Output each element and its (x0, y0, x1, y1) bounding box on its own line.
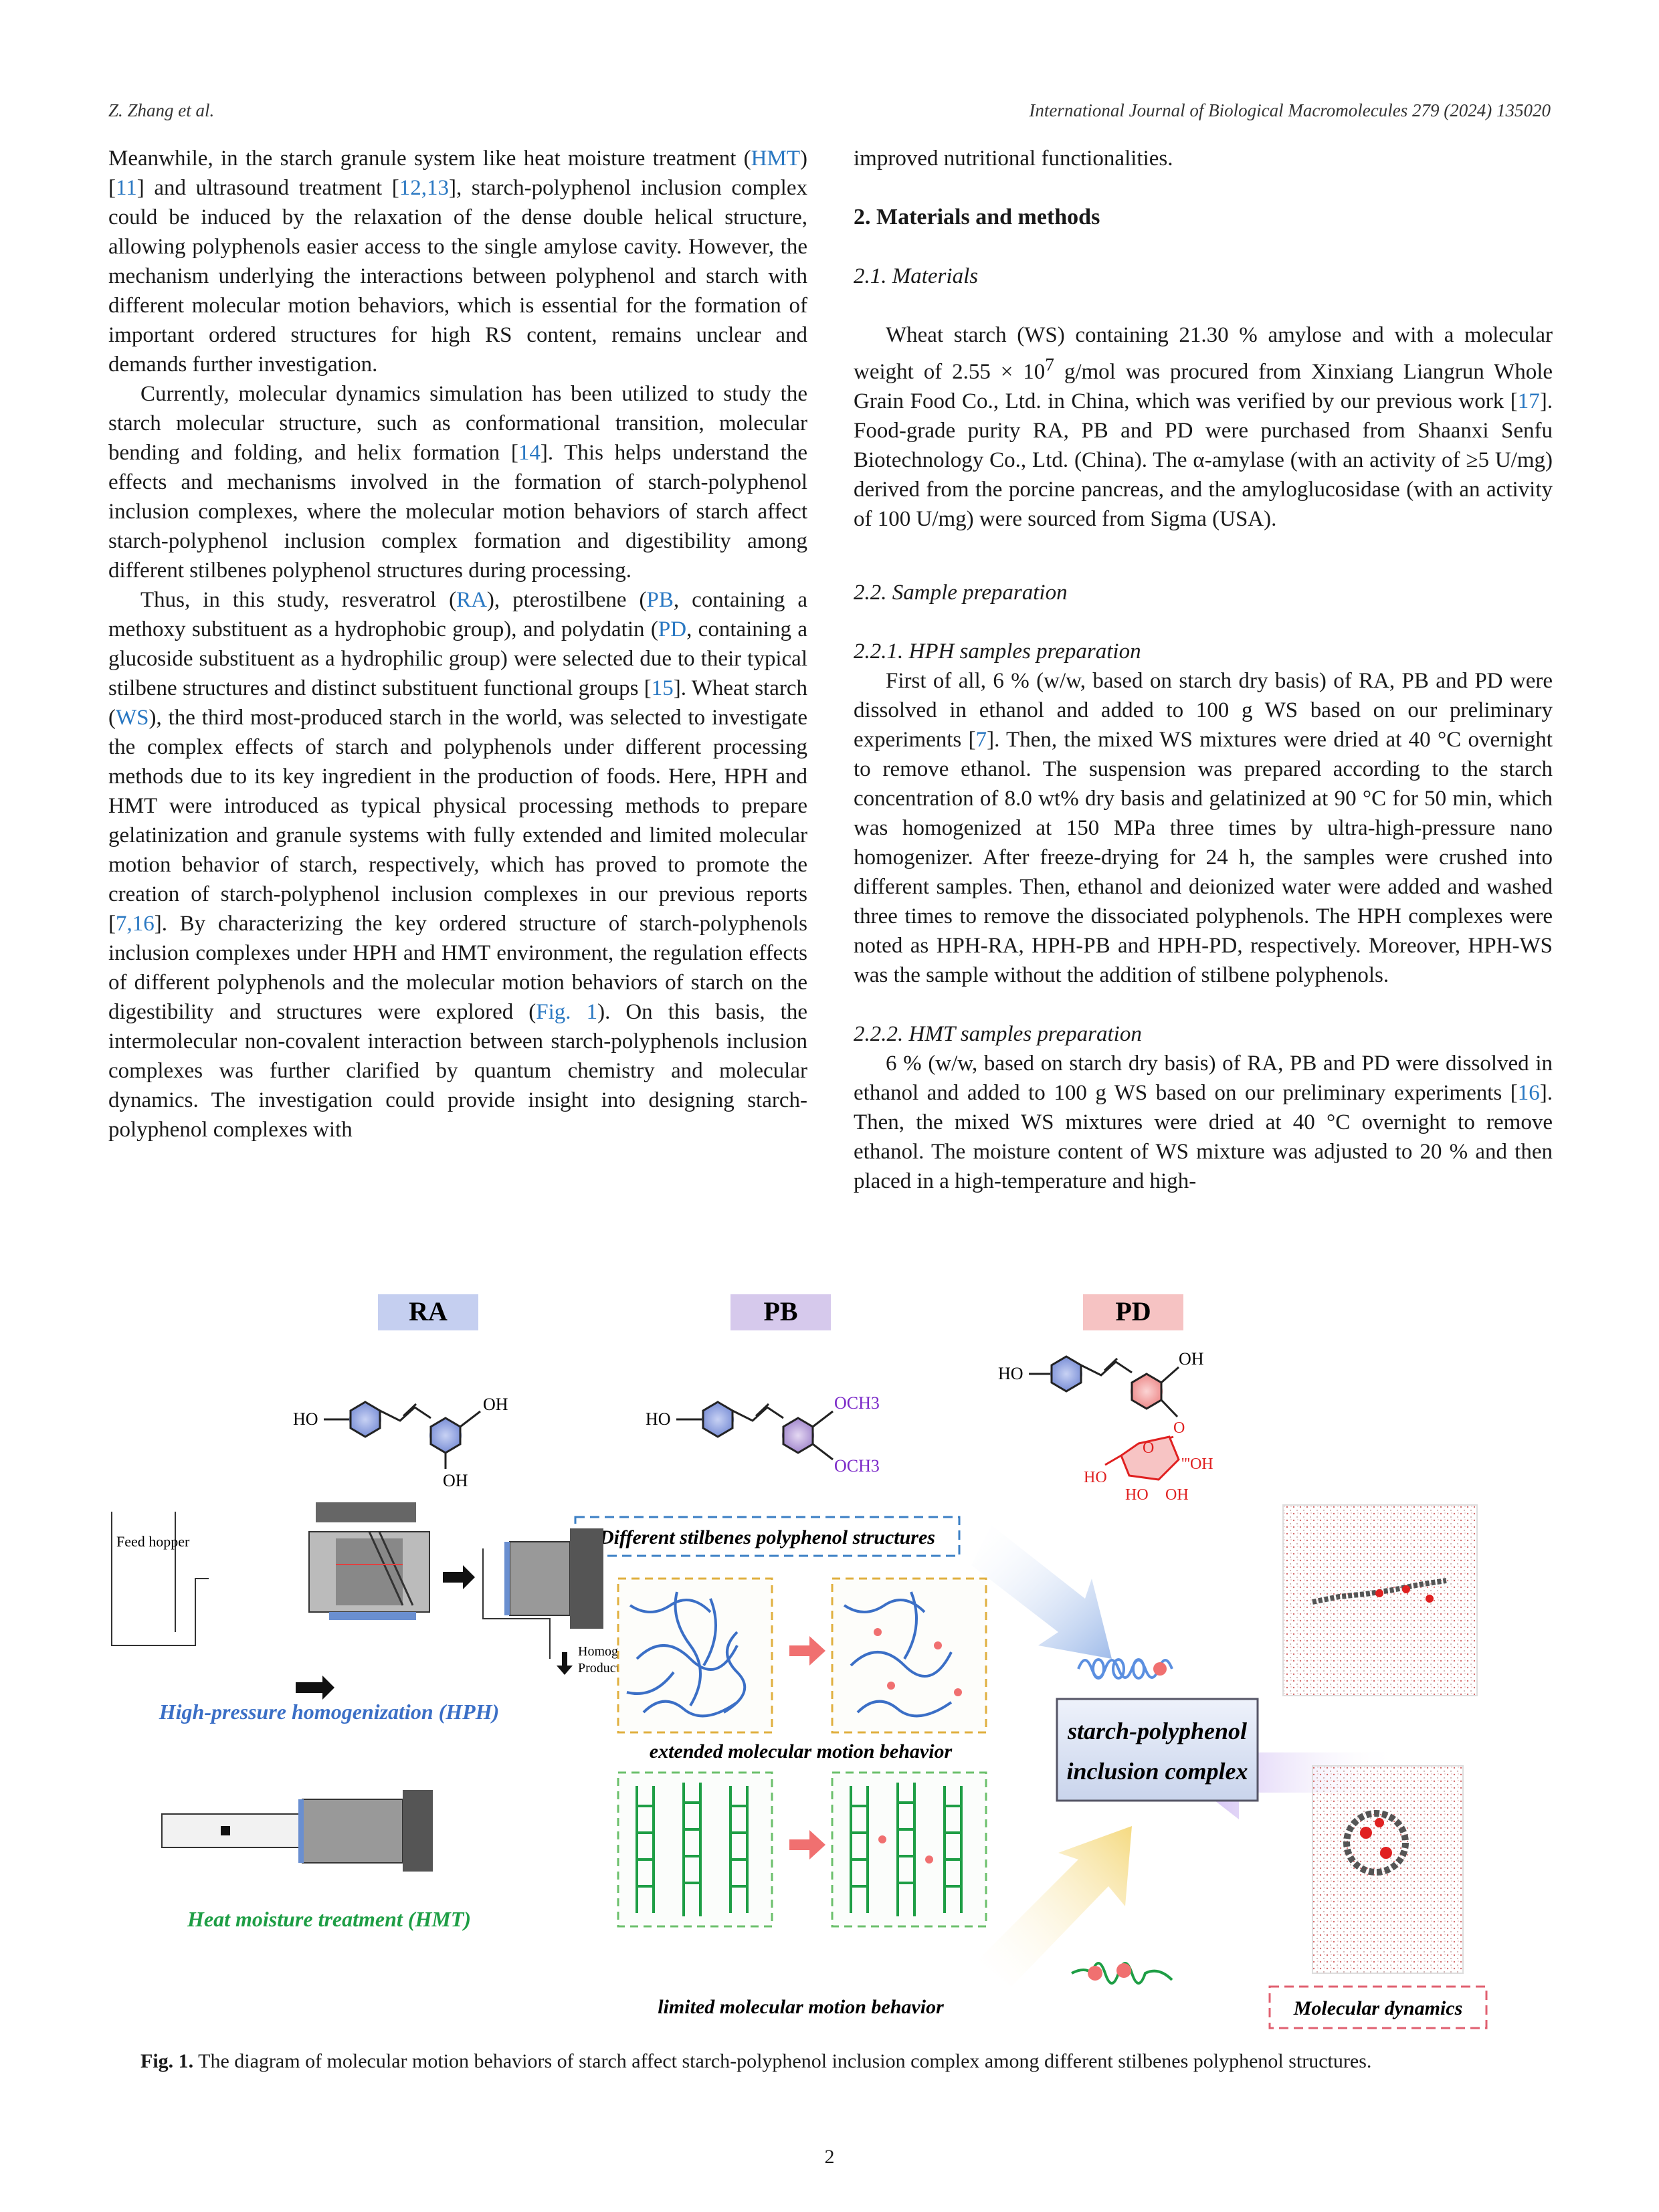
running-header-journal: International Journal of Biological Macr… (1029, 100, 1551, 120)
figure-caption-label: Fig. 1. (140, 2050, 194, 2072)
md-label-box (1268, 1985, 1488, 2029)
green-helix-guest (1088, 1966, 1102, 1981)
ref-link[interactable]: 7,16 (116, 912, 155, 936)
figure-link[interactable]: Fig. 1 (536, 1000, 598, 1024)
svg-text:HO: HO (1125, 1486, 1149, 1504)
ra-structure: HO OH OH (293, 1395, 508, 1490)
page-number: 2 (824, 2146, 835, 2168)
subsubsection-heading-hmt: 2.2.2. HMT samples preparation (854, 1022, 1142, 1046)
yellow-arrow (978, 1826, 1132, 1987)
ref-link[interactable]: 11 (116, 176, 137, 200)
limited-panel-after (831, 1771, 987, 1928)
ref-link[interactable]: WS (116, 706, 149, 730)
svg-text:OH: OH (1165, 1486, 1189, 1504)
svg-text:OH: OH (1179, 1349, 1204, 1369)
pd-label-box (1083, 1294, 1183, 1330)
paragraph-intro-hmt: Meanwhile, in the starch granule system … (108, 146, 807, 377)
md-molecule-hph (1312, 1578, 1447, 1605)
limited-label: limited molecular motion behavior (658, 1996, 944, 2018)
complex-label-line2: inclusion complex (1066, 1758, 1248, 1785)
ref-link[interactable]: HMT (751, 146, 800, 171)
subsection-heading-materials: 2.1. Materials (854, 264, 979, 288)
figure-caption: Fig. 1. The diagram of molecular motion … (140, 2048, 1519, 2075)
pd-structure: HO OH O O '''OH HO HO OH (998, 1349, 1213, 1504)
structures-label: Different stilbenes polyphenol structure… (599, 1526, 935, 1548)
running-header-authors: Z. Zhang et al. (108, 100, 215, 120)
extended-polyphenol-marks (874, 1628, 962, 1696)
limited-polyphenol-marks (878, 1835, 933, 1864)
figure-caption-text: The diagram of molecular motion behavior… (198, 2050, 1372, 2072)
md-box-hph (1282, 1504, 1478, 1696)
ref-link[interactable]: PD (658, 617, 687, 641)
complex-box (1056, 1698, 1259, 1802)
left-column: Meanwhile, in the starch granule system … (108, 144, 807, 1144)
svg-text:'''OH: '''OH (1181, 1455, 1213, 1473)
hph-machine-diagram: Feed hopper Homogenized Product out (111, 1502, 653, 1700)
md-label: Molecular dynamics (1293, 1997, 1463, 2019)
svg-text:Feed hopper: Feed hopper (116, 1533, 190, 1550)
ra-label: RA (409, 1296, 448, 1326)
svg-text:O: O (1173, 1419, 1185, 1437)
ref-link[interactable]: 16 (1517, 1081, 1540, 1105)
limited-panel-before (617, 1771, 773, 1928)
ra-label-box (378, 1294, 478, 1330)
blue-helix-guest (1153, 1662, 1167, 1676)
svg-text:HO: HO (293, 1409, 318, 1429)
hmt-label: Heat moisture treatment (HMT) (187, 1907, 471, 1931)
blue-arrow (971, 1525, 1112, 1659)
ref-link[interactable]: 12,13 (399, 176, 450, 200)
hmt-machine-diagram (161, 1790, 433, 1872)
svg-text:HO: HO (998, 1364, 1023, 1383)
subsection-heading-sample-prep: 2.2. Sample preparation (854, 581, 1068, 605)
paragraph-hph: First of all, 6 % (w/w, based on starch … (854, 669, 1553, 987)
md-molecule-hmt (1343, 1810, 1409, 1876)
pb-label-box (730, 1294, 831, 1330)
svg-text:OH: OH (443, 1471, 468, 1490)
limited-chains-before (636, 1783, 749, 1916)
ref-link[interactable]: 15 (651, 676, 674, 700)
paragraph-continuation: improved nutritional functionalities. (854, 146, 1173, 171)
limited-arrow (789, 1830, 825, 1859)
section-heading-methods: 2. Materials and methods (854, 205, 1100, 229)
ref-link[interactable]: 7 (975, 728, 987, 752)
extended-chains-before (626, 1591, 747, 1718)
svg-text:HO: HO (1084, 1469, 1107, 1486)
ref-link[interactable]: RA (456, 588, 487, 612)
paragraph-study-aim: Thus, in this study, resveratrol (RA), p… (108, 588, 807, 1142)
paragraph-materials: Wheat starch (WS) containing 21.30 % amy… (854, 323, 1553, 531)
subsubsection-heading-hph: 2.2.1. HPH samples preparation (854, 639, 1141, 664)
svg-text:O: O (1143, 1439, 1154, 1457)
extended-chains-after (843, 1591, 953, 1718)
svg-text:OCH3: OCH3 (834, 1393, 880, 1413)
ref-link[interactable]: 17 (1517, 389, 1540, 413)
figure-1: RA PB PD HO OH OH HO OCH3 OCH3 HO (108, 1284, 1551, 2040)
hph-label: High-pressure homogenization (HPH) (159, 1700, 500, 1724)
svg-text:OCH3: OCH3 (834, 1456, 880, 1476)
paragraph-hmt: 6 % (w/w, based on starch dry basis) of … (854, 1051, 1553, 1193)
ref-link[interactable]: 14 (518, 441, 541, 465)
extended-arrow (789, 1636, 825, 1666)
paragraph-md-simulation: Currently, molecular dynamics simulation… (108, 382, 807, 583)
ref-link[interactable]: PB (646, 588, 674, 612)
complex-label-line1: starch-polyphenol (1067, 1718, 1247, 1744)
pb-structure: HO OCH3 OCH3 (646, 1393, 880, 1476)
extended-panel-after (831, 1577, 987, 1734)
pd-label: PD (1115, 1296, 1151, 1326)
pb-label: PB (763, 1296, 797, 1326)
figure-1-diagram: RA PB PD HO OH OH HO OCH3 OCH3 HO (111, 1294, 1488, 2029)
svg-text:OH: OH (483, 1395, 508, 1414)
right-column: improved nutritional functionalities. 2.… (854, 144, 1553, 1196)
extended-label: extended molecular motion behavior (650, 1740, 953, 1763)
limited-chains-after (850, 1783, 963, 1916)
svg-text:HO: HO (646, 1409, 671, 1429)
green-helix-guest-2 (1116, 1963, 1131, 1978)
